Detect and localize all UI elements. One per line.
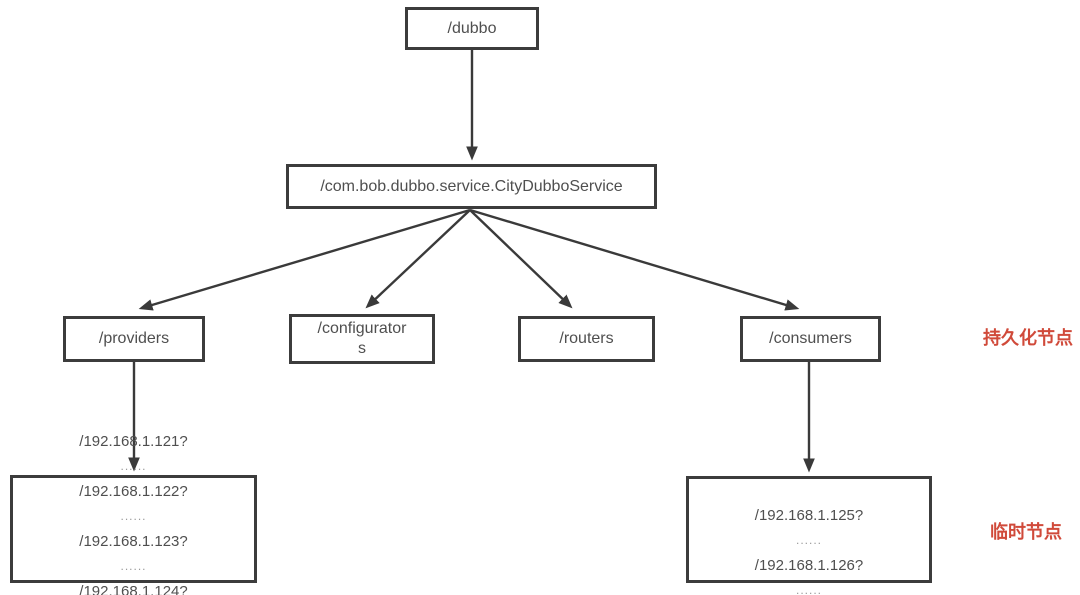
- consumer-instance-path: /192.168.1.126?: [754, 557, 864, 574]
- consumer-instance-dots: ......: [795, 583, 822, 595]
- node-configurators: /configurator s: [289, 314, 435, 364]
- node-providers-label: /providers: [98, 330, 170, 347]
- node-providers: /providers: [63, 316, 205, 362]
- arrow-service-to-routers: [469, 209, 573, 309]
- provider-instance-line: /192.168.1.123?......: [79, 529, 187, 579]
- provider-instance-line: /192.168.1.121?......: [79, 429, 187, 479]
- node-routers-label: /routers: [559, 330, 614, 347]
- provider-instance-dots: ......: [120, 459, 147, 473]
- provider-instance-path: /192.168.1.123?: [79, 533, 188, 550]
- node-consumers: /consumers: [740, 316, 881, 362]
- persistent-node-annotation: 持久化节点: [983, 328, 1073, 348]
- consumer-instance-path: /192.168.1.125?: [754, 507, 864, 524]
- consumer-instance-line: /192.168.1.126?......: [755, 553, 863, 595]
- node-configurators-label-line2: s: [358, 340, 366, 357]
- arrow-service-to-providers: [138, 208, 471, 311]
- node-consumer-instances: /192.168.1.125?...... /192.168.1.126?...…: [686, 476, 932, 595]
- node-dubbo: /dubbo: [405, 7, 539, 50]
- arrow-service-to-configurators: [365, 209, 471, 309]
- node-dubbo-label: /dubbo: [447, 19, 497, 37]
- node-routers: /routers: [518, 316, 655, 362]
- ephemeral-node-annotation: 临时节点: [990, 522, 1062, 542]
- node-city-dubbo-service-label: /com.bob.dubbo.service.CityDubboService: [320, 177, 623, 195]
- provider-instance-dots: ......: [120, 559, 147, 573]
- node-city-dubbo-service: /com.bob.dubbo.service.CityDubboService: [286, 164, 657, 209]
- provider-instance-line: /192.168.1.124?......: [79, 579, 187, 595]
- node-provider-instances: /192.168.1.121?...... /192.168.1.122?...…: [10, 433, 257, 595]
- provider-instance-path: /192.168.1.122?: [79, 483, 188, 500]
- provider-instance-path: /192.168.1.124?: [79, 583, 188, 595]
- provider-instance-line: /192.168.1.122?......: [79, 479, 187, 529]
- consumer-instance-dots: ......: [795, 533, 822, 547]
- provider-instance-dots: ......: [120, 509, 147, 523]
- node-configurators-label-line1: /configurator: [317, 320, 407, 337]
- node-consumers-label: /consumers: [769, 330, 852, 347]
- consumer-instance-line: /192.168.1.125?......: [755, 503, 863, 553]
- provider-instance-path: /192.168.1.121?: [79, 433, 188, 450]
- arrow-service-to-consumers: [469, 208, 800, 311]
